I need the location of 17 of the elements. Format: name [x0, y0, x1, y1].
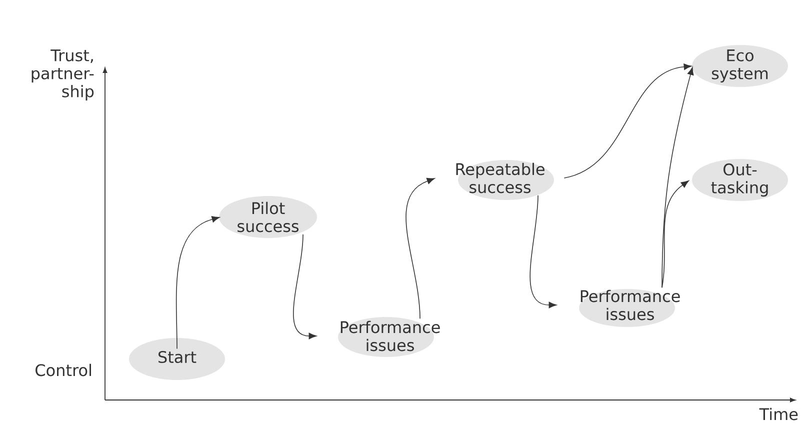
- arrow: [176, 216, 220, 350]
- ellipse-node: Out- tasking: [692, 159, 788, 201]
- arrow: [406, 178, 435, 320]
- ellipse-node: Repeatable success: [456, 160, 554, 200]
- arrow: [662, 180, 689, 288]
- arrow: [293, 234, 317, 340]
- axis-label: Control: [36, 364, 91, 376]
- axis-label: Time: [759, 408, 798, 420]
- arrow: [564, 64, 692, 178]
- arrow: [530, 195, 557, 308]
- ellipse-node: Start: [129, 338, 225, 380]
- ellipse-node: Performance issues: [579, 289, 680, 327]
- ellipse-node: Pilot success: [219, 196, 317, 238]
- arrow: [662, 67, 694, 288]
- axis-label: Trust, partner- ship: [32, 50, 94, 100]
- ellipse-node: Eco system: [692, 45, 788, 87]
- ellipse-node: Performance issues: [338, 317, 440, 357]
